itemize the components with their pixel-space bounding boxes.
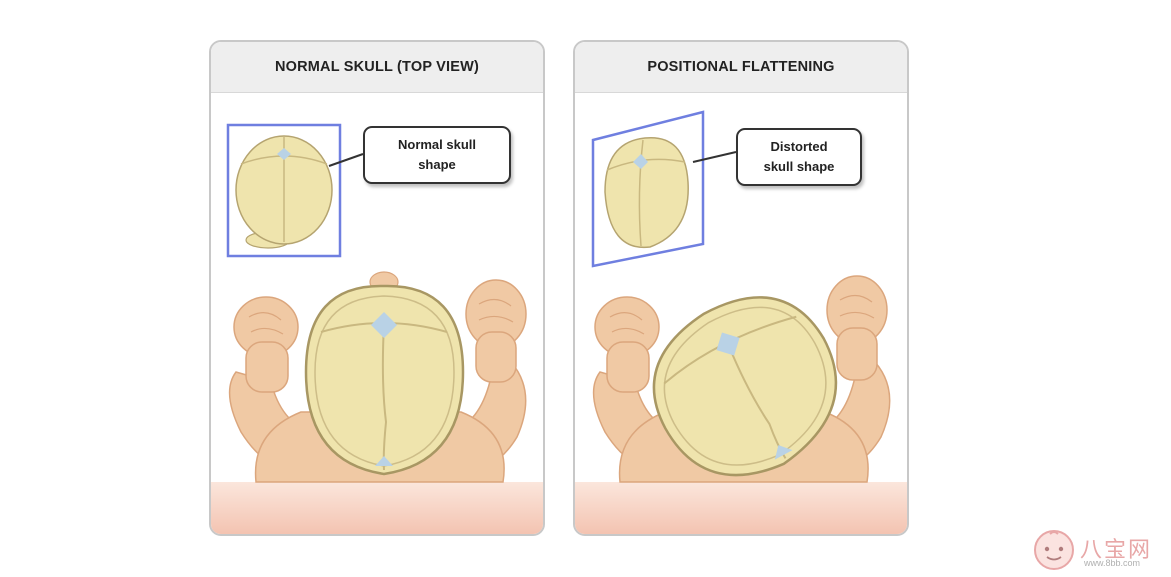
- callout-line-2: shape: [418, 157, 456, 172]
- panel-title: POSITIONAL FLATTENING: [575, 42, 907, 93]
- anterior-fontanelle: [716, 332, 740, 356]
- callout-pointer: [692, 151, 737, 163]
- watermark-url: www.8bb.com: [1084, 558, 1141, 568]
- callout-distorted-skull: Distorted skull shape: [736, 128, 862, 186]
- flattened-skull-illustration: [575, 110, 907, 534]
- callout-line-2: skull shape: [763, 159, 835, 174]
- callout-normal-skull: Normal skull shape: [363, 126, 511, 184]
- small-normal-skull: [235, 135, 333, 249]
- large-distorted-skull: [652, 296, 838, 477]
- floor-surface: [575, 482, 907, 534]
- posterior-fontanelle: [774, 445, 793, 460]
- callout-line-1: Normal skull: [397, 137, 477, 152]
- posterior-fontanelle: [375, 456, 393, 466]
- floor-surface: [211, 482, 543, 534]
- panel-positional-flattening: POSITIONAL FLATTENING: [573, 40, 909, 536]
- watermark-text: 八宝网: [1080, 538, 1153, 563]
- callout-line-1: Distorted: [770, 139, 828, 154]
- callout-pointer: [328, 153, 364, 167]
- watermark: 八宝网 www.8bb.com: [1032, 528, 1168, 572]
- large-normal-skull: [304, 271, 465, 476]
- normal-skull-illustration: [211, 123, 543, 534]
- inset-frame: [226, 123, 342, 258]
- panel-title: NORMAL SKULL (TOP VIEW): [211, 42, 543, 93]
- small-distorted-skull: [604, 137, 689, 249]
- baby-face-icon: [1034, 530, 1074, 570]
- panel-normal-skull: NORMAL SKULL (TOP VIEW): [209, 40, 545, 536]
- anterior-fontanelle: [371, 312, 397, 338]
- inset-frame: [591, 110, 705, 268]
